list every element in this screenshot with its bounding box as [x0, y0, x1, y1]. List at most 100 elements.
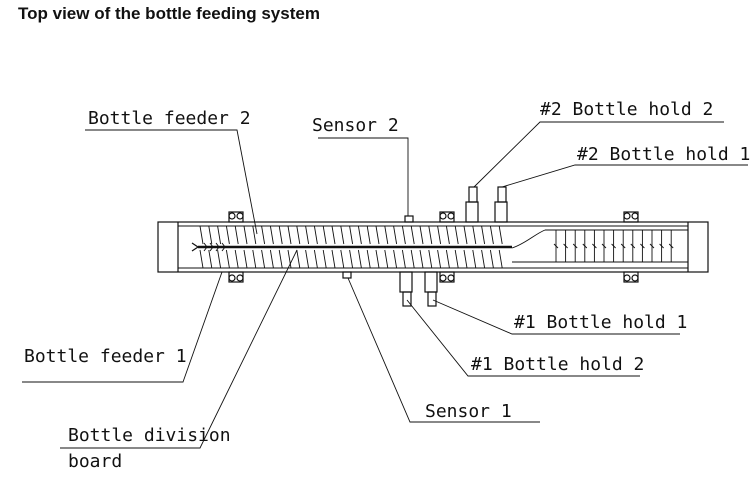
divider-slat-upper — [481, 225, 486, 245]
divider-slat-lower — [225, 249, 230, 269]
divider-tick-right — [592, 243, 597, 249]
divider-slat-lower — [313, 249, 318, 269]
divider-slat-lower — [410, 249, 415, 269]
label-bottle-division-board-line-1: Bottle division — [68, 425, 231, 446]
divider-tick-right — [640, 243, 645, 249]
divider-slat-lower — [357, 249, 362, 269]
sensor-2-block — [404, 215, 414, 223]
mounting-bracket-top-left — [228, 211, 244, 223]
hold-1-2-cylinder — [399, 271, 413, 307]
divider-slat-lower — [437, 249, 442, 269]
divider-slat-lower — [445, 249, 450, 269]
divider-slat-upper — [437, 225, 442, 245]
mounting-bracket-bottom-right — [623, 271, 639, 283]
divider-tick-right — [582, 243, 588, 249]
divider-slat-upper — [208, 225, 213, 245]
divider-slat-lower — [463, 249, 468, 269]
divider-slat-lower — [419, 249, 424, 269]
leader-sensor-2 — [318, 137, 409, 216]
division-board-tip — [191, 242, 199, 252]
divider-slat-upper — [445, 225, 450, 245]
divider-slat-upper — [269, 225, 274, 245]
divider-slat-upper — [243, 225, 248, 245]
divider-slat-lower — [331, 249, 336, 269]
divider-slat-lower — [498, 249, 503, 269]
leader-bottle-feeder-1 — [22, 271, 223, 383]
channel-taper — [511, 229, 546, 249]
divider-slat-lower — [217, 249, 222, 269]
divider-slat-upper — [357, 225, 362, 245]
divider-tick-right — [601, 243, 607, 249]
divider-slat-lower — [401, 249, 406, 269]
bottle-divider-slats — [199, 225, 674, 269]
divider-slat-lower — [481, 249, 486, 269]
divider-slat-upper — [287, 225, 292, 245]
divider-slat-upper — [489, 225, 494, 245]
divider-slat-upper — [217, 225, 222, 245]
divider-slat-upper — [472, 225, 477, 245]
divider-slat-lower — [296, 249, 301, 269]
divider-slat-upper — [384, 225, 389, 245]
divider-tick-right — [659, 243, 664, 249]
divider-slat-lower — [287, 249, 292, 269]
divider-slat-upper — [296, 225, 301, 245]
divider-tick-right — [553, 243, 559, 249]
leader-hold-2-1 — [501, 164, 748, 188]
divider-slat-lower — [393, 249, 398, 269]
divider-tick-right — [572, 243, 578, 249]
divider-slat-upper — [401, 225, 406, 245]
label-sensor-1: Sensor 1 — [425, 401, 512, 422]
hold-2-1-cylinder — [494, 186, 508, 223]
divider-slat-upper — [498, 225, 503, 245]
divider-slat-upper — [366, 225, 371, 245]
divider-tick-right — [563, 243, 568, 249]
label-hold-2-1: #2 Bottle hold 1 — [577, 144, 750, 165]
hold-1-1-cylinder — [424, 271, 438, 307]
label-bottle-division-board-line-2: board — [68, 451, 122, 472]
divider-slat-upper — [313, 225, 318, 245]
divider-tick-right — [611, 243, 616, 249]
mounting-bracket-top-right — [623, 211, 639, 223]
leader-sensor-1 — [347, 277, 540, 423]
divider-tick-right — [649, 243, 655, 249]
divider-slat-upper — [278, 225, 283, 245]
divider-slat-lower — [243, 249, 248, 269]
label-bottle-feeder-1: Bottle feeder 1 — [24, 346, 187, 367]
divider-slat-lower — [322, 249, 327, 269]
divider-slat-lower — [428, 249, 433, 269]
divider-slat-lower — [472, 249, 477, 269]
divider-slat-upper — [463, 225, 468, 245]
mounting-bracket-top-middle — [439, 211, 455, 223]
leader-hold-2-2 — [473, 121, 724, 188]
divider-tick-right — [668, 243, 674, 249]
mounting-bracket-bottom-middle — [439, 271, 455, 283]
divider-slat-lower — [269, 249, 274, 269]
divider-slat-upper — [375, 225, 380, 245]
divider-slat-lower — [261, 249, 266, 269]
leader-bottle-feeder-2 — [85, 129, 258, 235]
conveyor-body — [157, 221, 709, 273]
divider-slat-upper — [225, 225, 230, 245]
mounting-bracket-bottom-left — [228, 271, 244, 283]
divider-slat-lower — [199, 249, 204, 269]
label-hold-1-1: #1 Bottle hold 1 — [514, 312, 687, 333]
divider-slat-upper — [428, 225, 433, 245]
divider-slat-upper — [252, 225, 257, 245]
leader-hold-1-2 — [406, 299, 640, 377]
divider-slat-lower — [489, 249, 494, 269]
divider-tick-right — [630, 243, 636, 249]
divider-slat-upper — [199, 225, 204, 245]
divider-slat-upper — [331, 225, 336, 245]
label-sensor-2: Sensor 2 — [312, 115, 399, 136]
divider-slat-upper — [410, 225, 415, 245]
divider-slat-lower — [278, 249, 283, 269]
hold-2-2-cylinder — [465, 186, 479, 223]
divider-slat-upper — [349, 225, 354, 245]
divider-slat-lower — [349, 249, 354, 269]
divider-slat-lower — [384, 249, 389, 269]
divider-slat-lower — [305, 249, 310, 269]
label-bottle-feeder-2: Bottle feeder 2 — [88, 108, 251, 129]
divider-slat-lower — [366, 249, 371, 269]
label-hold-2-2: #2 Bottle hold 2 — [540, 99, 713, 120]
